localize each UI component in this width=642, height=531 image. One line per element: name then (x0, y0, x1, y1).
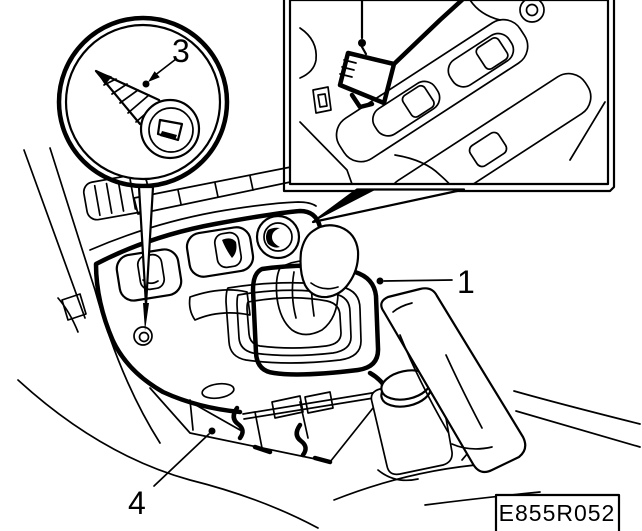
console-tray (188, 289, 251, 321)
highlighted-bracket (337, 0, 465, 110)
magnifier-circle: 3 (56, 15, 230, 189)
cigarette-lighter (255, 214, 301, 260)
reference-code: E855R052 (499, 500, 616, 526)
inset-detail-box (282, 0, 616, 193)
callout-4-group: 4 (128, 427, 216, 521)
lower-mounting-bracket (149, 387, 378, 465)
gear-shift-knob (299, 224, 360, 299)
screw-hole (133, 326, 153, 346)
handbrake-lever (380, 287, 527, 474)
callout-1-label: 1 (457, 264, 475, 300)
rocker-switch-right (213, 231, 243, 269)
magnifier-pointer (133, 185, 155, 346)
inset-leader-line (358, 0, 368, 56)
callout-3-label: 3 (172, 33, 190, 69)
switch-blank-opening-right (185, 226, 255, 278)
inset-box-outer-border (282, 0, 616, 193)
rocker-switch-left (136, 253, 166, 291)
inset-detail-content (299, 0, 606, 184)
reference-code-box: E855R052 (494, 493, 621, 531)
screw-graphic (94, 69, 201, 160)
floor-carpet-lines (17, 379, 641, 529)
callout-4-label: 4 (128, 485, 146, 521)
oval-slot (201, 382, 235, 400)
callout-3-group: 3 (142, 33, 190, 88)
inset-pointer-wedge (311, 188, 466, 224)
callout-1-group: 1 (376, 264, 475, 300)
